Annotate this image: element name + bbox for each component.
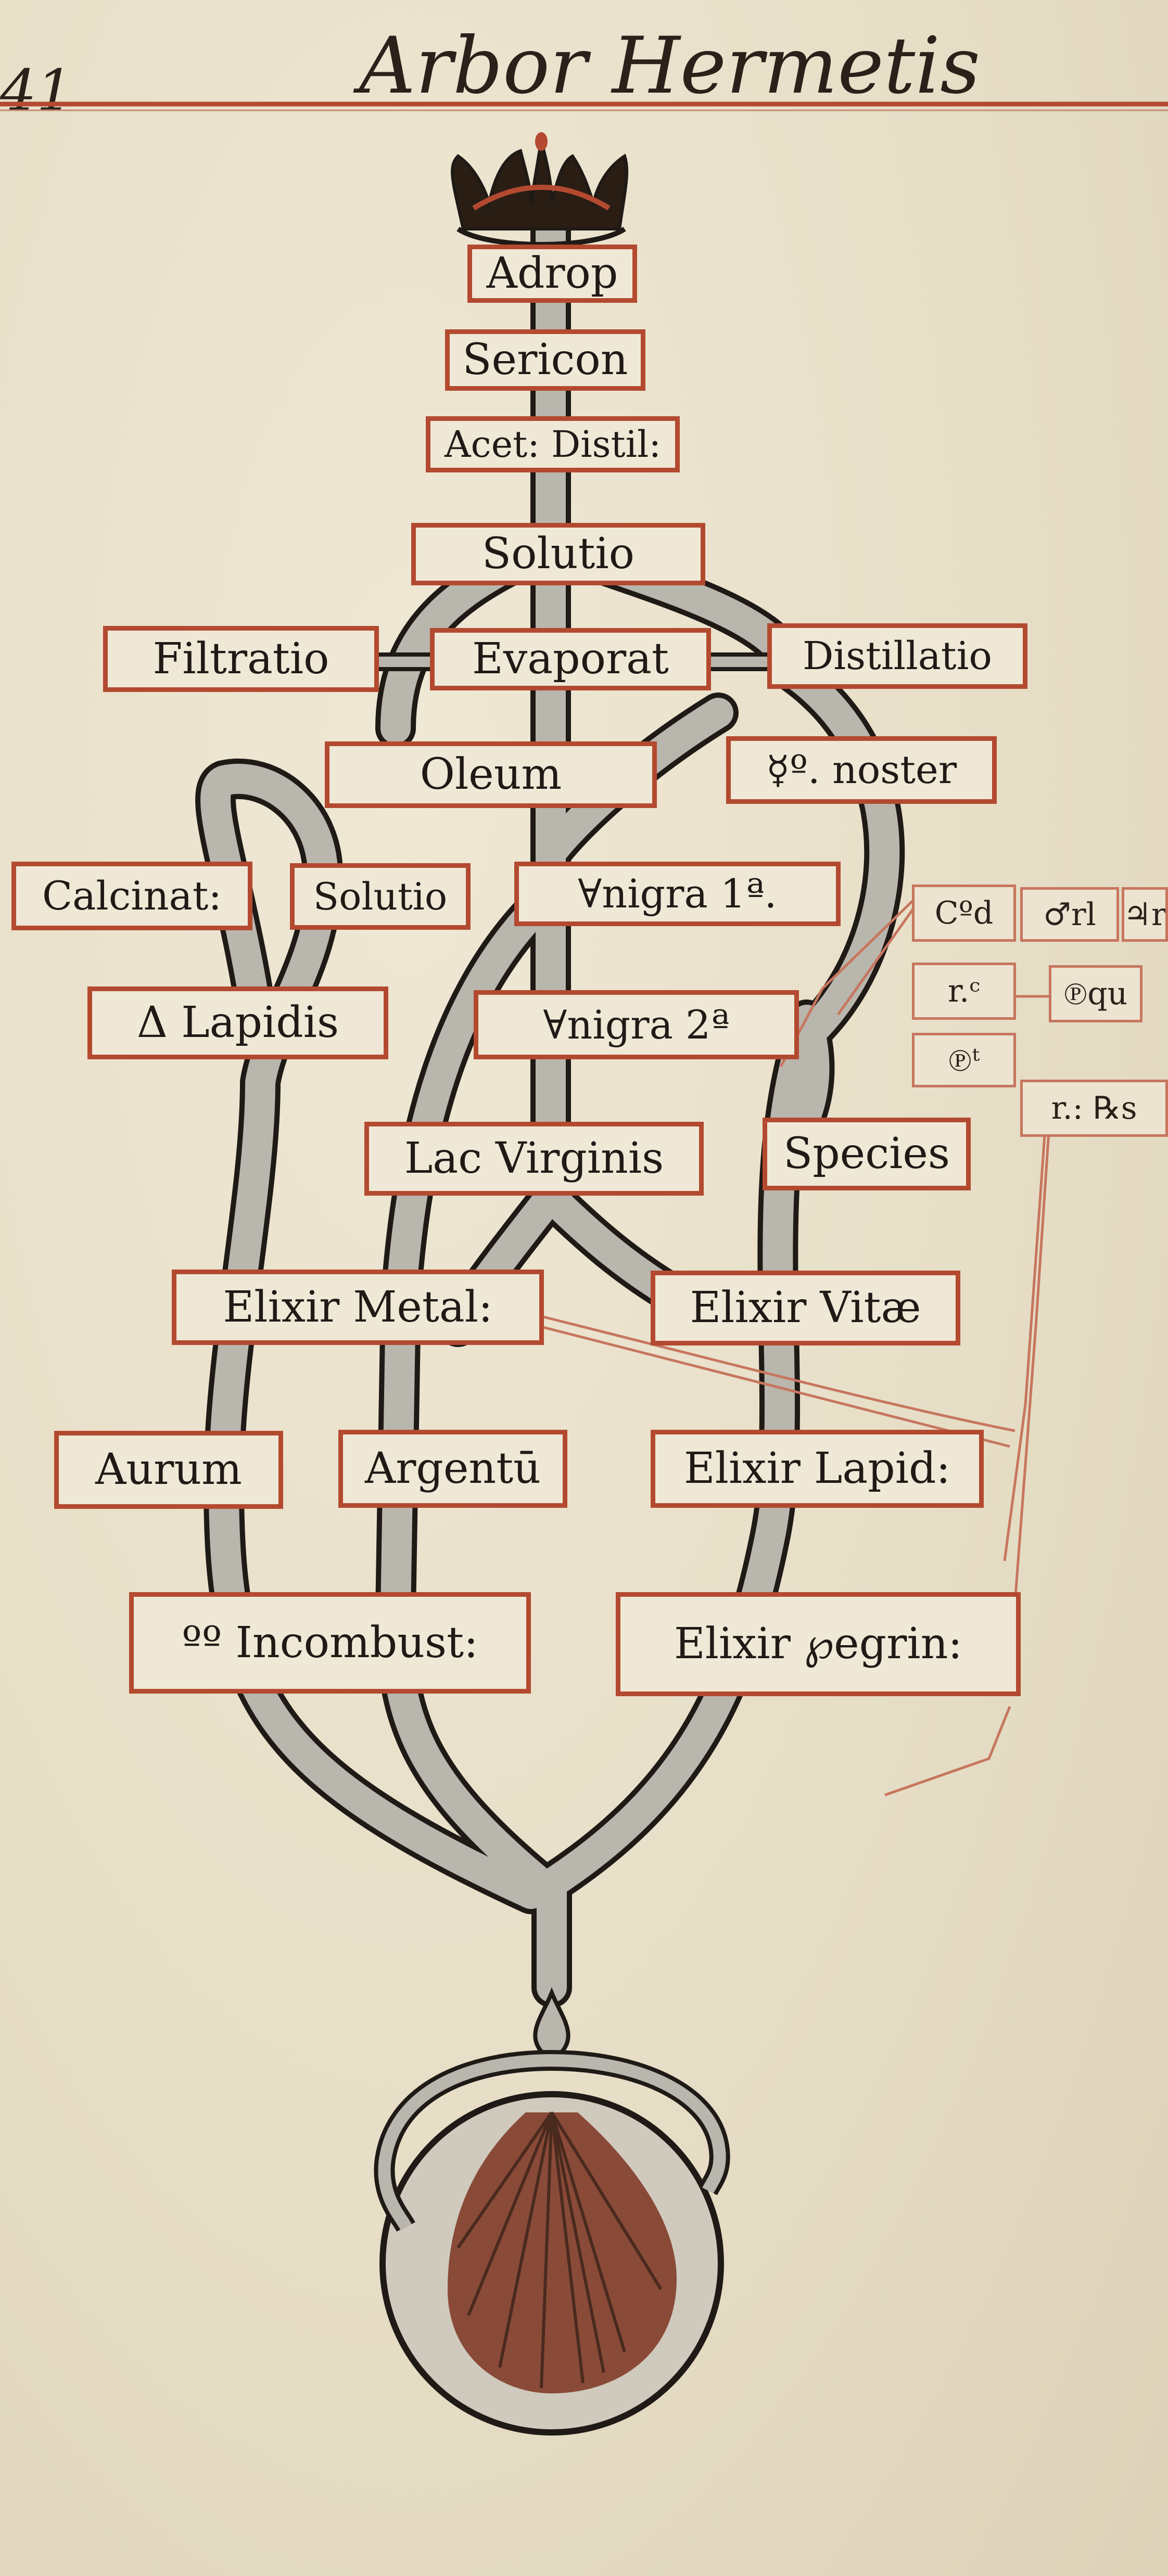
node-distillatio: Distillatio — [767, 623, 1027, 689]
page-title: Arbor Hermetis — [359, 21, 981, 111]
node-acet-distil: Acet: Distil: — [426, 416, 680, 472]
node-evaporat: Evaporat — [430, 628, 711, 690]
vessel-with-roots-icon — [374, 1987, 730, 2436]
page-number: 41 — [0, 57, 73, 124]
crown-icon — [451, 132, 629, 247]
node-oo-incombust: ºº Incombust: — [129, 1592, 531, 1694]
node-filtratio: Filtratio — [103, 626, 379, 692]
node-elixir-pegrin: Elixir ℘egrin: — [616, 1592, 1021, 1696]
side-note-1: Cºd — [912, 885, 1016, 942]
side-note-6: ℗ᵗ — [912, 1033, 1016, 1087]
tree-branches — [195, 198, 905, 2008]
node-elixir-metal: Elixir Metal: — [172, 1270, 544, 1345]
node-nigra-2: ∀nigra 2ª — [474, 990, 799, 1059]
node-argentum: Argentū — [338, 1430, 567, 1508]
side-note-5: ℗qu — [1049, 965, 1142, 1022]
node-adrop: Adrop — [467, 245, 637, 303]
node-oleum: Oleum — [325, 741, 657, 808]
node-elixir-lapid: Elixir Lapid: — [651, 1430, 984, 1508]
node-lac-virginis: Lac Virginis — [364, 1122, 704, 1196]
node-nigra-1: ∀nigra 1ª. — [514, 862, 841, 926]
node-elixir-vitae: Elixir Vitæ — [651, 1271, 960, 1345]
side-note-4: r.ᶜ — [912, 963, 1016, 1020]
node-species: Species — [763, 1118, 971, 1190]
node-calcinat: Calcinat: — [11, 862, 252, 930]
node-lapidis: Δ Lapidis — [87, 986, 388, 1059]
side-note-2: ♂rl — [1020, 887, 1119, 942]
side-note-7: r.: ℞s — [1020, 1080, 1168, 1137]
node-solutio-top: Solutio — [411, 523, 705, 585]
node-mercury-noster: ☿º. noster — [726, 736, 997, 804]
node-aurum: Aurum — [54, 1431, 283, 1509]
node-solutio-left: Solutio — [290, 863, 471, 930]
node-sericon: Sericon — [445, 329, 645, 391]
side-note-3: ♃r — [1122, 887, 1168, 942]
